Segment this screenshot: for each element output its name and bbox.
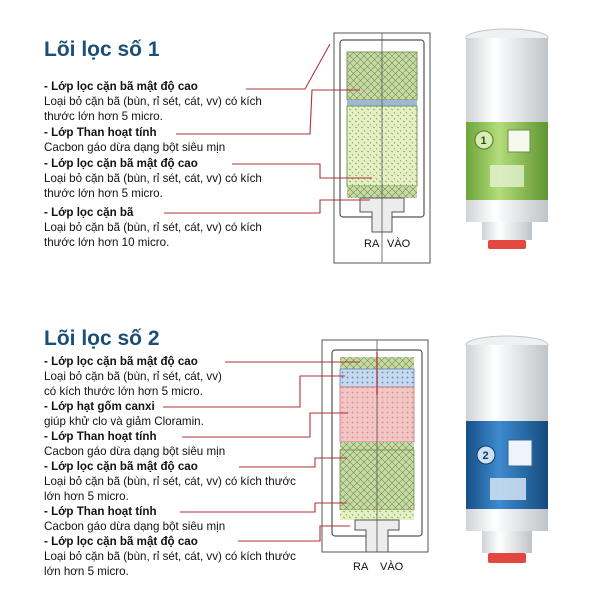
filter2-layer4-head: - Lớp lọc cặn bã mật độ cao: [44, 460, 198, 473]
filter1-layer4-head: - Lớp lọc cặn bã: [44, 206, 134, 219]
filter2-layer2-head: - Lớp hạt gốm canxi: [44, 400, 155, 413]
filter2-layer6-desc1: Loại bỏ cặn bã (bùn, rỉ sét, cát, vv) có…: [44, 550, 296, 563]
filter2-layer6-desc2: lớn hơn 5 micro.: [44, 565, 129, 578]
filter2-layer1-desc2: có kích thước lớn hơn 5 micro.: [44, 385, 203, 398]
filter2-layer5-head: - Lớp Than hoạt tính: [44, 505, 157, 518]
filter2-layer3-head: - Lớp Than hoạt tính: [44, 430, 157, 443]
filter1-cross-section: RA VÀO: [333, 32, 431, 264]
filter1-cartridge-number: 1: [481, 135, 487, 147]
filter2-layer3-desc1: Cacbon gáo dừa dạng bột siêu mịn: [44, 445, 226, 458]
filter1-in-label: VÀO: [387, 237, 411, 250]
filter2-layer4-desc2: lớn hơn 5 micro.: [44, 490, 129, 503]
filter2-layer1-desc1: Loại bỏ cặn bã (bùn, rỉ sét, cát, vv): [44, 370, 222, 383]
filter2-layer1-head: - Lớp lọc cặn bã mật độ cao: [44, 355, 198, 368]
filter1-layer2-desc1: Cacbon gáo dừa dạng bột siêu mịn: [44, 141, 226, 154]
filter1-layer2-head: - Lớp Than hoạt tính: [44, 126, 157, 139]
filter2-layer6-head: - Lớp lọc cặn bã mật độ cao: [44, 535, 198, 548]
filter1-layer1-desc2: thước lớn hơn 5 micro.: [44, 110, 163, 123]
filter2-cartridge-number: 2: [483, 450, 489, 462]
filter1-out-label: RA: [364, 238, 380, 250]
filter2-title: Lõi lọc số 2: [44, 327, 160, 350]
filter2-layer4-desc1: Loại bỏ cặn bã (bùn, rỉ sét, cát, vv) có…: [44, 475, 296, 488]
filter1-layer3-head: - Lớp lọc cặn bã mật độ cao: [44, 157, 198, 170]
filter1-title: Lõi lọc số 1: [44, 38, 160, 61]
filter1-leaders: [164, 43, 372, 214]
filter2-cross-section: RA VÀO: [321, 339, 429, 573]
filter1-layer4-desc2: thước lớn hơn 10 micro.: [44, 236, 170, 249]
filter1-cartridge: 1: [465, 28, 549, 249]
filter1-layer4-desc1: Loại bỏ cặn bã (bùn, rỉ sét, cát, vv) có…: [44, 221, 262, 234]
filter2-out-label: RA: [353, 561, 369, 573]
filter1-layer3-desc2: thước lớn hơn 5 micro.: [44, 187, 163, 200]
filter2-layer5-desc1: Cacbon gáo dừa dạng bột siêu mịn: [44, 520, 226, 533]
filter1-layer1-head: - Lớp lọc cặn bã mật độ cao: [44, 80, 198, 93]
filter2-layer2-desc1: giúp khử clo và giảm Cloramin.: [44, 415, 204, 428]
filter1-layer1-desc1: Loại bỏ cặn bã (bùn, rỉ sét, cát, vv) có…: [44, 95, 262, 108]
filter2-leaders: [163, 361, 360, 542]
filter2-in-label: VÀO: [380, 560, 404, 573]
filter1-layer3-desc1: Loại bỏ cặn bã (bùn, rỉ sét, cát, vv) có…: [44, 172, 262, 185]
filter2-cartridge: 2: [465, 335, 549, 563]
